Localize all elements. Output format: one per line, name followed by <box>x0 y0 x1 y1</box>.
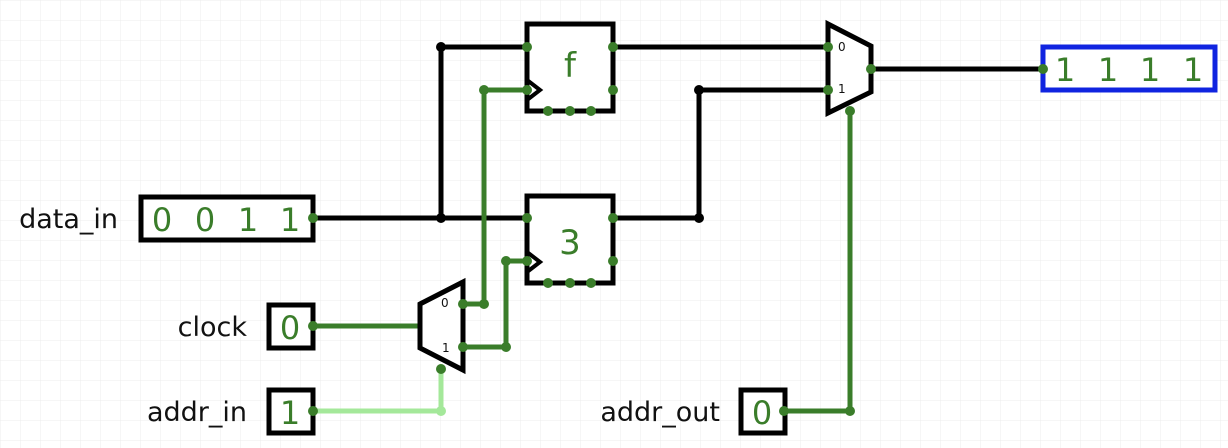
register-top[interactable]: f <box>524 21 616 114</box>
data-in-bit-2[interactable]: 0 <box>195 201 215 239</box>
wire-reg-bottom-to-mux <box>610 87 831 221</box>
port-dot <box>608 42 618 52</box>
addr-in-bit[interactable]: 1 <box>280 394 300 432</box>
addr-out-bit[interactable]: 0 <box>752 394 772 432</box>
addr-in-label: addr_in <box>147 397 247 428</box>
port-dot <box>458 299 468 309</box>
clock-triangle-icon <box>525 250 544 274</box>
output-bit-2: 1 <box>1098 51 1118 89</box>
clock-triangle-icon <box>525 78 544 102</box>
port-dot <box>522 213 532 223</box>
port-dot <box>565 106 575 116</box>
clock-bit[interactable]: 0 <box>280 309 300 347</box>
demux-pin0-label: 0 <box>441 296 449 310</box>
junction-dot <box>436 42 446 52</box>
port-dot <box>522 85 532 95</box>
data-in-bit-1[interactable]: 1 <box>238 201 258 239</box>
register-bottom-value: 3 <box>559 223 581 263</box>
data-in-bit-0[interactable]: 1 <box>280 201 300 239</box>
port-dot <box>586 278 596 288</box>
input-addr-out[interactable]: addr_out 0 <box>600 387 788 436</box>
input-data-in[interactable]: data_in 0 0 1 1 <box>19 194 316 243</box>
register-bottom[interactable]: 3 <box>524 193 616 286</box>
data-in-label: data_in <box>19 204 118 235</box>
port-dot <box>479 85 489 95</box>
port-dot <box>543 106 553 116</box>
mux-pin0-label: 0 <box>838 40 846 54</box>
wire-demux1-to-reg-bottom-clk <box>460 258 530 350</box>
clock-label: clock <box>178 312 248 343</box>
port-dot <box>608 213 618 223</box>
port-dot <box>866 64 876 74</box>
input-clock[interactable]: clock 0 <box>178 302 316 351</box>
junction-dot <box>694 85 704 95</box>
port-dot <box>522 256 532 266</box>
port-dot <box>479 299 489 309</box>
demux-clock[interactable]: 0 1 <box>417 277 466 375</box>
demux-pin1-label: 1 <box>442 341 450 355</box>
port-dot <box>608 256 618 266</box>
output-probe: 1 1 1 1 <box>1040 44 1218 93</box>
junction-dot <box>694 213 704 223</box>
port-dot <box>458 342 468 352</box>
port-dot <box>436 364 446 374</box>
mux-output[interactable]: 0 1 <box>825 19 874 118</box>
output-bit-0: 1 <box>1183 51 1203 89</box>
port-dot <box>1038 64 1048 74</box>
port-dot <box>501 256 511 266</box>
output-bit-1: 1 <box>1140 51 1160 89</box>
port-dot <box>308 321 318 331</box>
data-in-bit-3[interactable]: 0 <box>152 201 172 239</box>
port-dot <box>608 85 618 95</box>
register-top-value: f <box>564 46 577 86</box>
port-dot <box>308 406 318 416</box>
port-dot <box>823 42 833 52</box>
port-dot <box>845 106 855 116</box>
port-dot <box>436 406 446 416</box>
port-dot <box>779 406 789 416</box>
port-dot <box>565 278 575 288</box>
addr-out-label: addr_out <box>600 397 720 428</box>
mux-pin1-label: 1 <box>838 82 846 96</box>
port-dot <box>522 42 532 52</box>
port-dot <box>543 278 553 288</box>
port-dot <box>845 406 855 416</box>
junction-dots-black <box>436 42 704 223</box>
junction-dot <box>436 213 446 223</box>
port-dot <box>501 342 511 352</box>
port-dot <box>308 213 318 223</box>
input-addr-in[interactable]: addr_in 1 <box>147 387 316 436</box>
port-dot <box>823 85 833 95</box>
wire-demux0-to-reg-top-clk <box>460 87 530 307</box>
port-dot <box>586 106 596 116</box>
port-dots <box>308 42 1048 416</box>
output-bit-3: 1 <box>1055 51 1075 89</box>
